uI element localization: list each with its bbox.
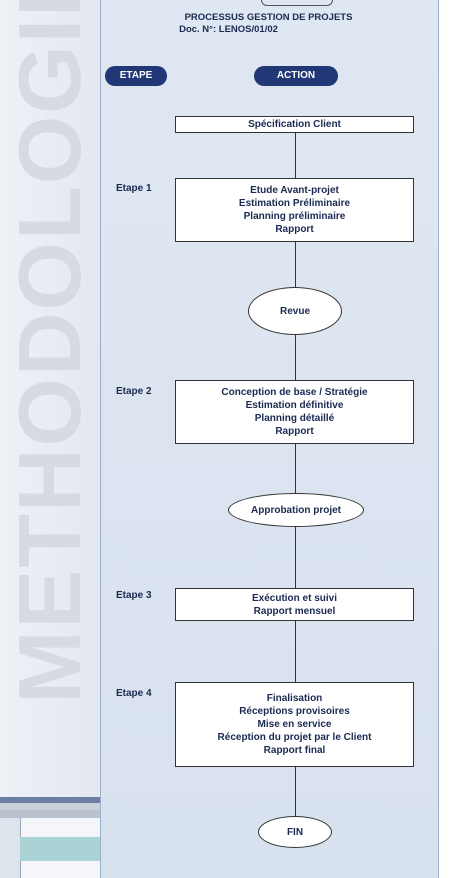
step4-line: Finalisation <box>266 693 323 704</box>
revue-oval: Revue <box>248 287 342 335</box>
step1-line: Rapport <box>275 224 314 235</box>
step1-label: Etape 1 <box>116 183 152 194</box>
connector-6 <box>295 620 296 682</box>
action-column-header: ACTION <box>254 66 338 86</box>
connector-2 <box>295 241 296 287</box>
step2-line: Conception de base / Stratégie <box>221 387 368 398</box>
sidebar: METHODOLOGIE <box>0 0 100 878</box>
step4-line: Réceptions provisoires <box>239 706 350 717</box>
step4-line: Réception du projet par le Client <box>217 732 372 743</box>
step3-line: Exécution et suivi <box>251 592 338 604</box>
step4-label: Etape 4 <box>116 688 152 699</box>
step3-label: Etape 3 <box>116 590 152 601</box>
header-decoration <box>261 0 333 6</box>
step2-box: Conception de base / Stratégie Estimatio… <box>175 380 414 444</box>
connector-3 <box>295 334 296 380</box>
fin-label: FIN <box>286 826 304 838</box>
step3-line: Rapport mensuel <box>253 605 336 617</box>
specification-label: Spécification Client <box>248 119 341 130</box>
connector-7 <box>295 766 296 816</box>
step2-line: Estimation définitive <box>245 400 344 411</box>
doc-number: Doc. N°: LENOS/01/02 <box>179 24 278 35</box>
step1-line: Estimation Préliminaire <box>238 198 351 209</box>
step1-line: Planning préliminaire <box>243 211 346 222</box>
step1-line: Etude Avant-projet <box>250 185 339 196</box>
vertical-title: METHODOLOGIE <box>0 0 99 704</box>
step4-box: Finalisation Réceptions provisoires Mise… <box>175 682 414 767</box>
step2-label: Etape 2 <box>116 386 152 397</box>
etape-column-header: ETAPE <box>105 66 167 86</box>
step4-line: Mise en service <box>257 719 332 730</box>
connector-5 <box>295 526 296 588</box>
step4-line: Rapport final <box>263 745 326 756</box>
page-title: PROCESSUS GESTION DE PROJETS <box>184 12 353 23</box>
specification-box: Spécification Client <box>175 116 414 133</box>
approbation-oval: Approbation projet <box>228 493 364 527</box>
step1-box: Etude Avant-projet Estimation Préliminai… <box>175 178 414 242</box>
step2-line: Rapport <box>275 426 314 437</box>
approbation-label: Approbation projet <box>251 504 341 516</box>
step3-box: Exécution et suivi Rapport mensuel <box>175 588 414 621</box>
fin-oval: FIN <box>258 816 332 848</box>
step2-line: Planning détaillé <box>254 413 335 424</box>
connector-4 <box>295 443 296 493</box>
revue-label: Revue <box>279 305 310 317</box>
connector-1 <box>295 132 296 178</box>
